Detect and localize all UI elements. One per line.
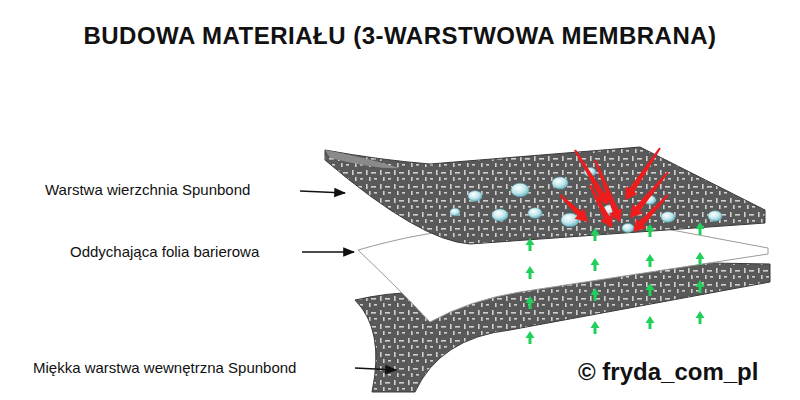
layer-label: Oddychająca folia barierowa [70,243,259,261]
layer-label: Miękka warstwa wewnętrzna Spunbond [33,359,296,377]
leader-arrow [302,251,354,253]
leader-arrow [355,368,396,370]
water-droplets [450,168,722,233]
diagram-title: BUDOWA MATERIAŁU (3-WARSTWOWA MEMBRANA) [83,22,716,50]
water-arrows [559,147,669,232]
barrier-film [358,225,768,322]
leader-arrow [300,191,345,193]
layer-curl [325,150,400,168]
copyright-watermark: © fryda_com_pl [578,358,758,386]
layer-label: Warstwa wierzchnia Spunbond [45,181,250,199]
vapour-arrows [526,222,705,344]
outer-spunbond-layer [325,147,765,244]
